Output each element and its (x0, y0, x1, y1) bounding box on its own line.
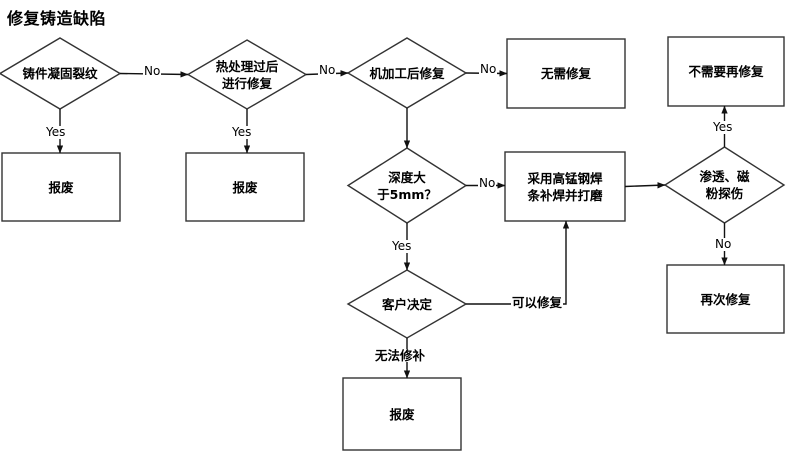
edge-label-n1-n2: No (143, 64, 162, 78)
edge-label-n2-n3: No (318, 63, 337, 77)
edge-label-n10-n12: No (714, 237, 733, 251)
node-label-报废: 报废 (389, 406, 415, 422)
node-label-报废: 报废 (232, 179, 258, 195)
edge-label-n11-n9: 可以修复 (511, 295, 564, 310)
node-label-热处理过后-进行修复: 热处理过后进行修复 (215, 58, 279, 91)
node-label-深度大-于5mm-: 深度大于5mm？ (377, 169, 437, 202)
edge-label-n10-n5: Yes (712, 120, 734, 134)
node-label-客户决定: 客户决定 (381, 296, 432, 312)
page-title: 修复铸造缺陷 (7, 9, 107, 28)
node-box-报废[interactable] (1, 152, 121, 222)
node-box-无需修复[interactable] (506, 38, 626, 109)
edge-label-n1-n6: Yes (45, 125, 67, 139)
node-label-无需修复: 无需修复 (540, 66, 591, 81)
edge-label-n11-n13: 无法修补 (374, 348, 427, 363)
node-label-不需要再修复: 不需要再修复 (688, 64, 764, 79)
node-box-不需要再修复[interactable] (667, 36, 785, 107)
connector-n11-to-n9 (466, 220, 570, 305)
node-box-再次修复[interactable] (666, 264, 785, 334)
edge-label-n8-n9: No (478, 176, 497, 190)
node-label-采用高锰钢焊-条补焊并打磨: 采用高锰钢焊条补焊并打磨 (527, 170, 603, 203)
node-label-再次修复: 再次修复 (700, 291, 751, 307)
node-label-机加工后修复: 机加工后修复 (369, 65, 445, 81)
node-label-渗透-磁-粉探伤: 渗透、磁粉探伤 (699, 169, 750, 201)
edge-label-n8-n11: Yes (391, 239, 413, 253)
node-label-报废: 报废 (48, 179, 74, 195)
edge-label-n2-n7: Yes (231, 125, 253, 139)
edge-label-n3-n4: No (479, 62, 498, 76)
connector-n9-to-n10 (624, 182, 666, 189)
node-box-报废[interactable] (342, 377, 462, 451)
node-box-报废[interactable] (185, 152, 305, 222)
node-label-铸件凝固裂纹: 铸件凝固裂纹 (22, 66, 98, 81)
node-box-采用高锰钢焊-条补焊并打磨[interactable] (504, 151, 626, 222)
